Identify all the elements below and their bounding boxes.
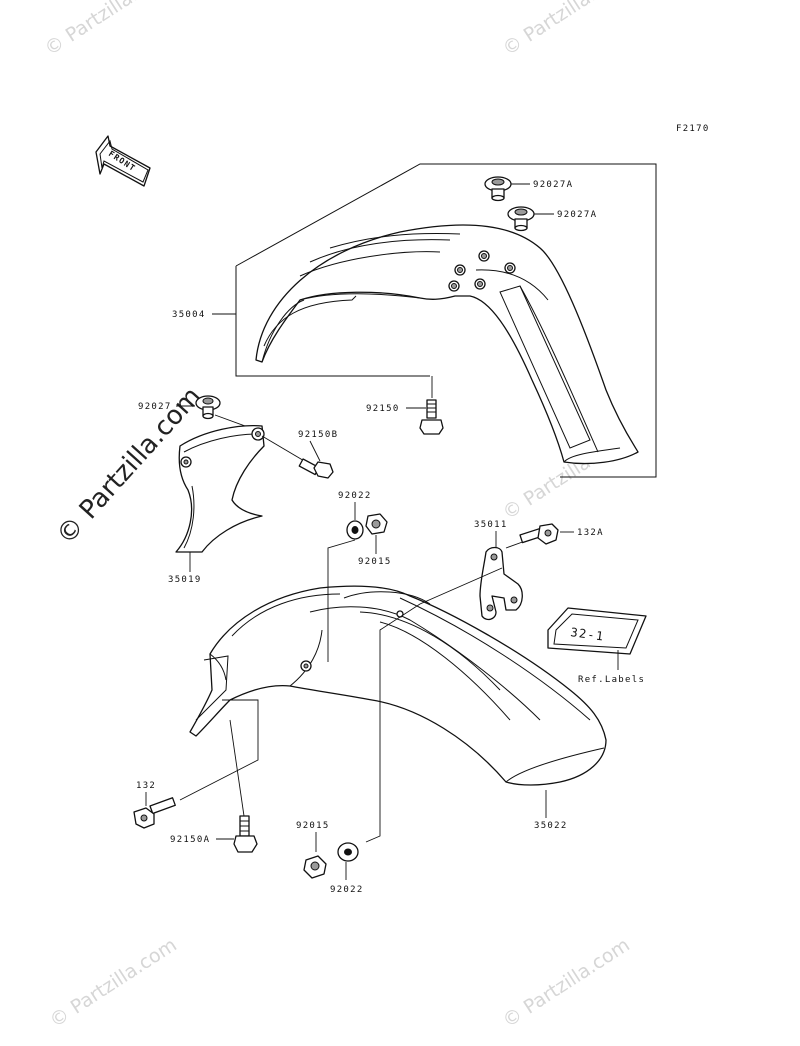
watermark-top-right: © Partzilla.com: [499, 0, 634, 60]
ref-label-text: 32-1: [570, 625, 606, 644]
nut-92015-top[interactable]: [365, 513, 388, 535]
bolt-132[interactable]: [133, 797, 176, 829]
ref-label-plate[interactable]: 32-1: [547, 607, 647, 655]
label-35004: 35004: [172, 310, 206, 320]
bolt-92150B[interactable]: [298, 458, 334, 479]
watermark-bottom-right: © Partzilla.com: [499, 934, 634, 1032]
grommet-92027A-2[interactable]: [507, 206, 535, 232]
label-92150A: 92150A: [170, 835, 210, 845]
label-92027A-1: 92027A: [533, 180, 573, 190]
bracket-35011[interactable]: [479, 546, 523, 621]
label-92027: 92027: [138, 402, 172, 412]
watermark-bottom-left: © Partzilla.com: [46, 934, 181, 1032]
guard-35019[interactable]: [175, 424, 265, 553]
label-92022-top: 92022: [338, 491, 372, 501]
label-35019: 35019: [168, 575, 202, 585]
bolt-92150A[interactable]: [233, 815, 258, 853]
label-ref-labels: Ref.Labels: [578, 675, 645, 685]
label-35022: 35022: [534, 821, 568, 831]
grommet-92027[interactable]: [195, 395, 221, 420]
bolt-132A[interactable]: [519, 523, 559, 545]
nut-92015-bottom[interactable]: [303, 855, 327, 879]
front-fender-35004[interactable]: [255, 224, 639, 465]
label-92150B: 92150B: [298, 430, 338, 440]
label-35011: 35011: [474, 520, 508, 530]
front-fender-group: 92027A 92027A 35004 92150: [172, 163, 657, 478]
grommet-92027A-1[interactable]: [484, 176, 512, 202]
figure-code: F2170: [676, 124, 710, 134]
label-132: 132: [136, 781, 156, 791]
rear-fender-35022[interactable]: [189, 585, 607, 786]
washer-92022-top[interactable]: [346, 520, 364, 540]
label-92015-top: 92015: [358, 557, 392, 567]
label-92015-bottom: 92015: [296, 821, 330, 831]
label-132A: 132A: [577, 528, 604, 538]
front-arrow-icon: FRONT: [95, 135, 151, 187]
washer-92022-bottom[interactable]: [337, 842, 359, 862]
watermark-top-left: © Partzilla.com: [41, 0, 176, 60]
front-fender-frame: [235, 163, 657, 478]
label-92150: 92150: [366, 404, 400, 414]
bolt-92150[interactable]: [419, 399, 444, 435]
label-92027A-2: 92027A: [557, 210, 597, 220]
label-92022-bottom: 92022: [330, 885, 364, 895]
